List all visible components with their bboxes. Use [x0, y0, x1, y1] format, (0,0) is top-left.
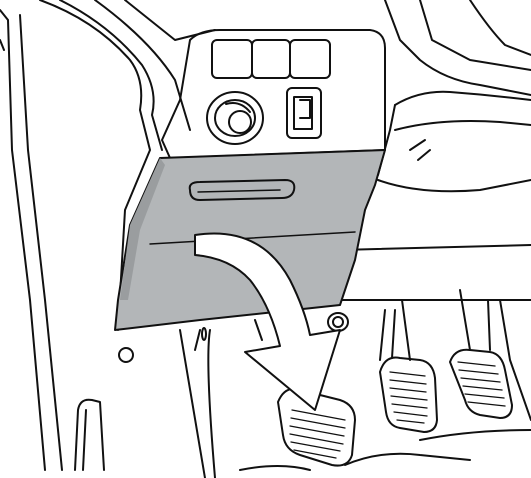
door-pillar	[0, 10, 104, 470]
dashboard-switch-panel	[162, 30, 385, 158]
rotary-knob	[207, 92, 263, 144]
rocker-switch	[287, 88, 321, 138]
